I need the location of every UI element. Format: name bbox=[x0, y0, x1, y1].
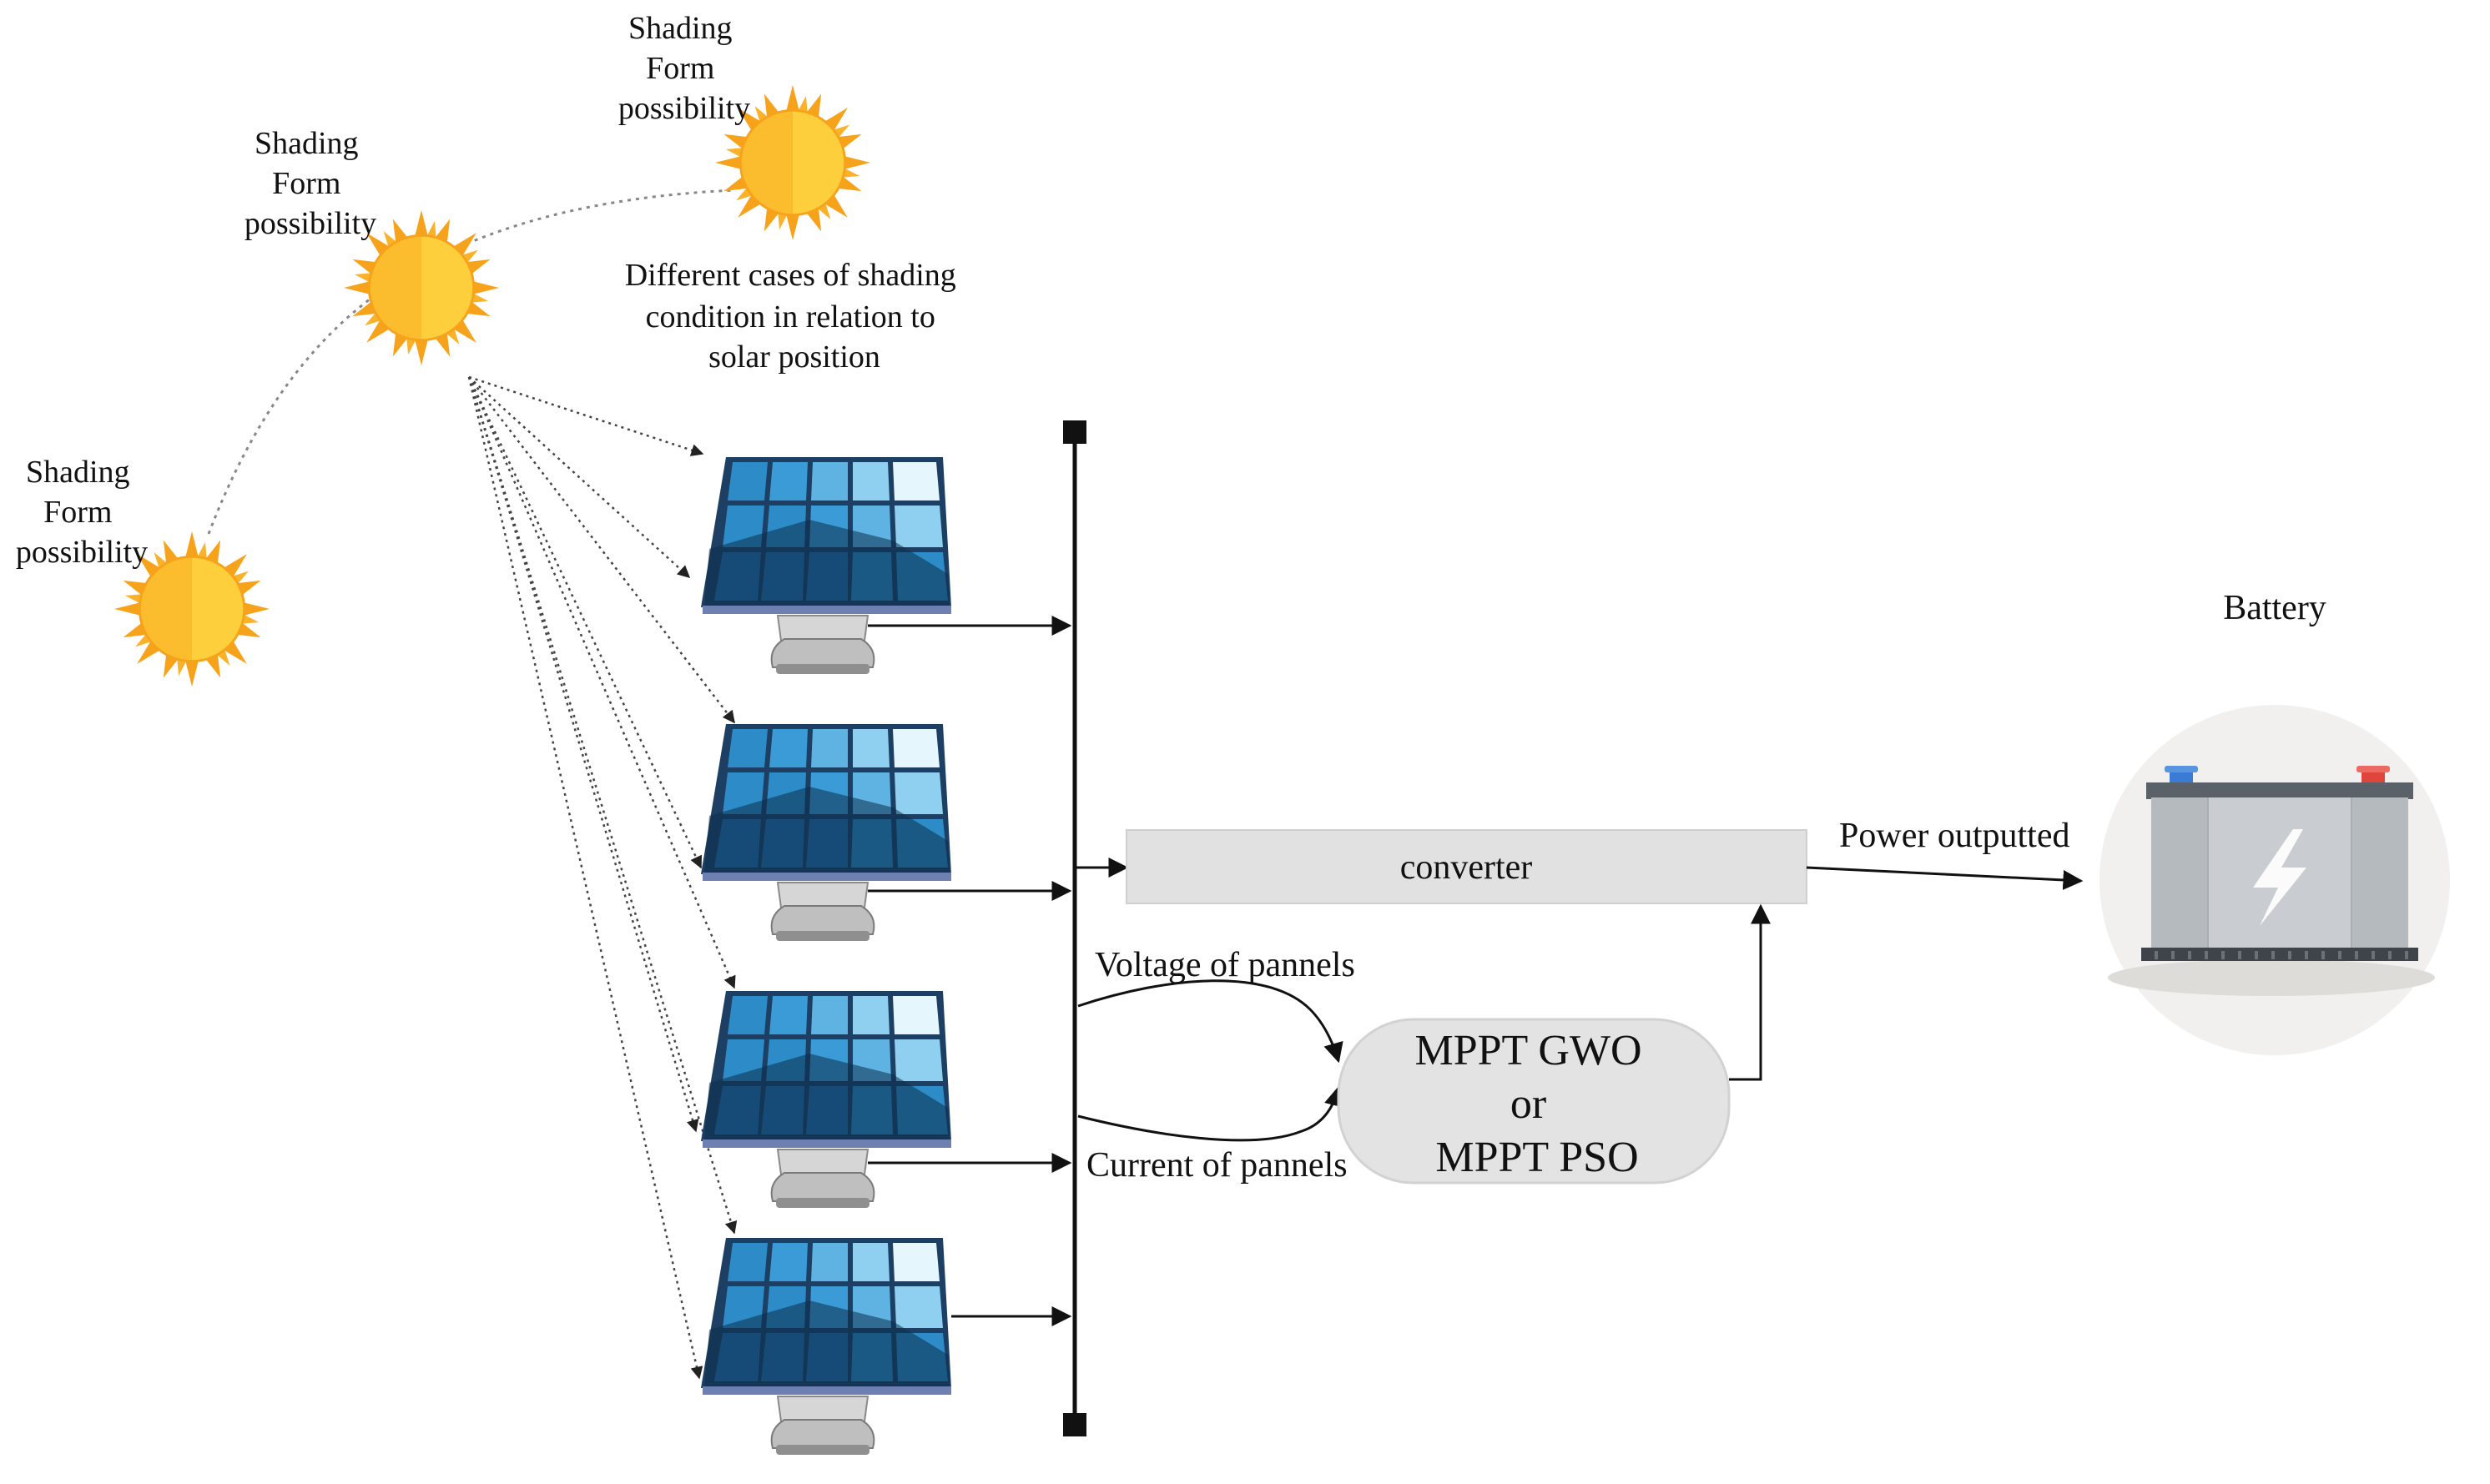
sun-label-top: Shading Form possibility bbox=[618, 11, 750, 126]
power-output-arrow bbox=[1806, 866, 2084, 890]
current-signal bbox=[1077, 1085, 1344, 1142]
sun-label-left: Shading Form possibility bbox=[16, 455, 148, 570]
voltage-label: Voltage of pannels bbox=[1095, 946, 1355, 984]
bus-terminal-top bbox=[1063, 420, 1086, 444]
mppt-to-converter bbox=[1729, 903, 1771, 1081]
bus-terminal-bottom bbox=[1063, 1413, 1086, 1436]
sunlight-rays bbox=[467, 375, 738, 1380]
panel-outputs bbox=[868, 616, 1072, 1326]
mppt-label: MPPT GWO or MPPT PSO bbox=[1414, 1027, 1652, 1181]
voltage-signal bbox=[1077, 979, 1343, 1064]
solar-panel-icon bbox=[701, 456, 951, 675]
current-label: Current of pannels bbox=[1086, 1146, 1348, 1185]
sun-icon bbox=[113, 530, 271, 688]
converter-box bbox=[1126, 829, 1807, 904]
power-output-label: Power outputted bbox=[1839, 817, 2069, 855]
battery-label: Battery bbox=[2223, 589, 2326, 627]
lightning-icon bbox=[2253, 829, 2306, 926]
converter-label: converter bbox=[1400, 848, 1533, 887]
shading-note: Different cases of shading condition in … bbox=[625, 258, 965, 375]
solar-panel-icon bbox=[701, 1237, 951, 1456]
solar-panel-icon bbox=[701, 723, 951, 942]
solar-panel-icon bbox=[701, 990, 951, 1209]
sun-label-middle: Shading Form possibility bbox=[244, 126, 376, 241]
sun-path-arc bbox=[207, 189, 735, 535]
mppt-controller-box bbox=[1337, 1018, 1731, 1185]
